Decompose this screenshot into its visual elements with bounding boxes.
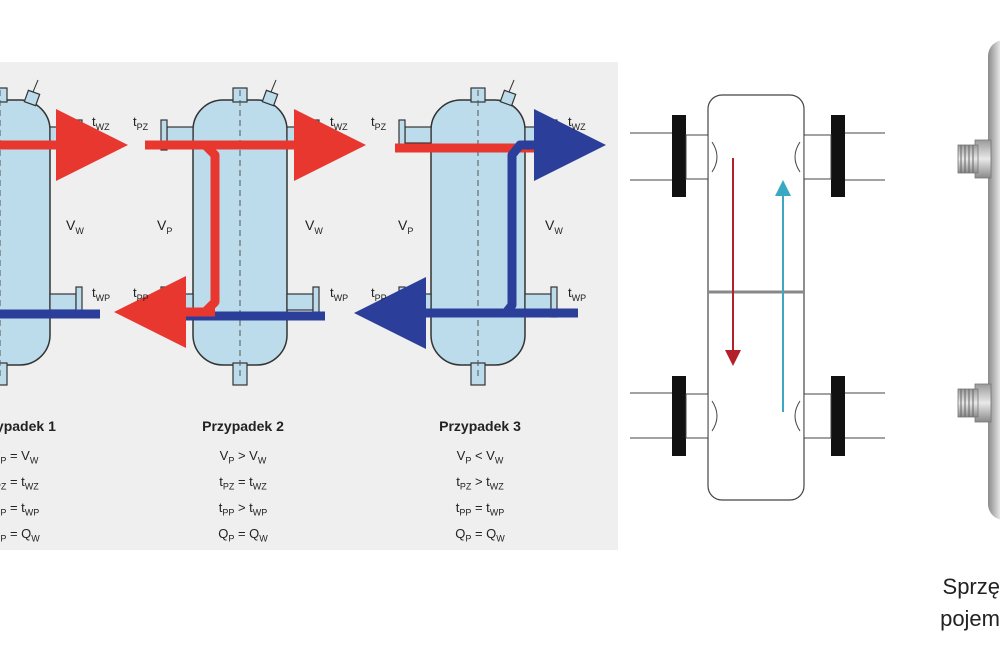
caption-line-1: Sprzę [942, 574, 1000, 599]
label-v-w-1: VW [66, 217, 84, 236]
case-3-condition: tPZ > tWZ [456, 474, 504, 492]
case-2-condition: tPZ = tWZ [219, 474, 267, 492]
case-2-condition: VP > VW [219, 448, 267, 466]
label-v-p-2: VP [157, 217, 172, 236]
case-3-condition: VP < VW [456, 448, 504, 466]
separator-case-2: tPZ tWZ tPP tWP VP VW [114, 79, 366, 386]
case-3-condition: QP = QW [455, 526, 505, 544]
label-t-pp-3: tPP [371, 285, 387, 303]
separator-case-3: tPZ tWZ tPP tWP VP VW [354, 79, 606, 386]
case-1-title: Przypadek 1 [0, 418, 56, 434]
case-2-title: Przypadek 2 [202, 418, 284, 434]
label-v-p-3: VP [398, 217, 413, 236]
separator-photo [957, 40, 1000, 520]
label-t-wp-3: tWP [568, 285, 586, 303]
label-t-wz-2: tWZ [330, 114, 348, 132]
case-2-condition: QP = QW [218, 526, 268, 544]
label-t-wp-1: tWP [92, 285, 110, 303]
separator-case-1: tWZ tWP VW [0, 79, 128, 386]
separator-schematic [630, 94, 885, 501]
label-t-wz-1: tWZ [92, 114, 110, 132]
label-t-pz-2: tPZ [133, 114, 149, 132]
case-3-title: Przypadek 3 [439, 418, 521, 434]
label-v-w-2: VW [305, 217, 323, 236]
label-t-pz-3: tPZ [371, 114, 387, 132]
case-1-condition: tPP = tWP [0, 500, 40, 518]
caption-line-2: pojem [940, 606, 1000, 631]
case-1-condition: tPZ = tWZ [0, 474, 39, 492]
label-v-w-3: VW [545, 217, 563, 236]
label-t-pp-2: tPP [133, 285, 149, 303]
case-2-condition: tPP > tWP [218, 500, 268, 518]
label-t-wp-2: tWP [330, 285, 348, 303]
case-3-condition: tPP = tWP [455, 500, 505, 518]
case-1-condition: QP = QW [0, 526, 40, 544]
label-t-wz-3: tWZ [568, 114, 586, 132]
case-1-condition: VP = VW [0, 448, 39, 466]
